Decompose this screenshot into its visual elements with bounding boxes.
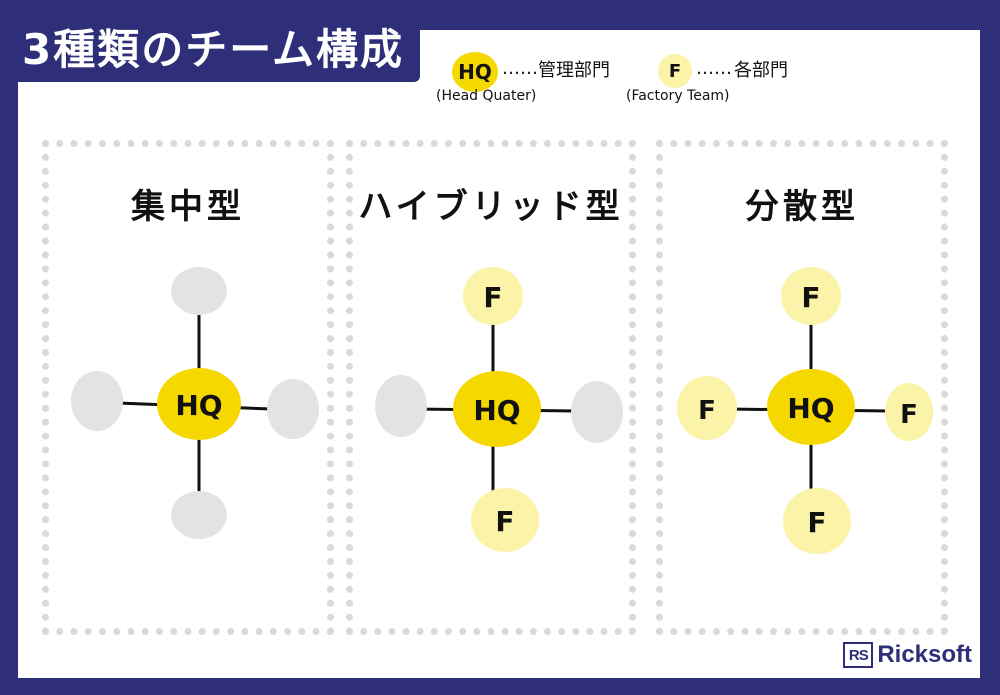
label-left: F	[698, 396, 716, 426]
label-bottom: F	[495, 505, 514, 538]
node-center-hq	[767, 369, 855, 445]
node-left	[375, 375, 427, 437]
legend-f-dot: F	[658, 54, 692, 88]
node-center-hq	[157, 368, 241, 440]
legend-f-dots: ……	[696, 58, 732, 79]
legend-f-sub: (Factory Team)	[626, 88, 730, 104]
page-title: 3種類のチーム構成	[22, 25, 404, 74]
label-top: F	[801, 281, 820, 314]
node-bottom-f	[783, 488, 851, 554]
label-center: HQ	[175, 389, 222, 422]
label-center: HQ	[787, 392, 834, 425]
board	[18, 30, 980, 678]
node-left	[71, 371, 123, 431]
legend-hq-symbol: HQ	[458, 60, 492, 84]
panel-hybrid: ハイブリッド型 F F HQ	[346, 140, 636, 635]
node-right	[267, 379, 319, 439]
legend-hq-sub: (Head Quater)	[436, 88, 537, 104]
logo-mark: RS	[843, 642, 874, 668]
legend-f-meaning: 各部門	[734, 60, 788, 81]
legend-hq-dots: ……	[502, 58, 538, 79]
panel-title-distributed: 分散型	[745, 187, 859, 227]
logo-name: Ricksoft	[877, 641, 972, 668]
node-top-f	[781, 267, 841, 325]
label-center: HQ	[473, 394, 520, 427]
ricksoft-logo: RS Ricksoft	[843, 641, 972, 669]
panel-title-centralized: 集中型	[131, 187, 245, 227]
diagram-hybrid: F F HQ	[375, 267, 623, 552]
legend-hq-meaning: 管理部門	[538, 60, 610, 81]
panel-centralized: 集中型 HQ	[42, 140, 334, 635]
node-top	[171, 267, 227, 315]
node-right	[571, 381, 623, 443]
node-bottom	[171, 491, 227, 539]
legend-hq-dot: HQ	[452, 52, 498, 92]
diagram-centralized: HQ	[71, 267, 319, 539]
title-bar: 3種類のチーム構成	[0, 0, 420, 82]
panel-title-hybrid: ハイブリッド型	[358, 187, 624, 227]
label-right: F	[900, 400, 918, 430]
label-bottom: F	[807, 506, 826, 539]
label-top: F	[483, 281, 502, 314]
node-bottom-f	[471, 488, 539, 552]
node-top-f	[463, 267, 523, 325]
node-right-f	[885, 383, 933, 441]
node-left-f	[677, 376, 737, 440]
legend-f-symbol: F	[668, 60, 682, 82]
panel-distributed: 分散型 F F F F HQ	[656, 140, 948, 635]
node-center-hq	[453, 371, 541, 447]
diagram-distributed: F F F F HQ	[677, 267, 933, 554]
